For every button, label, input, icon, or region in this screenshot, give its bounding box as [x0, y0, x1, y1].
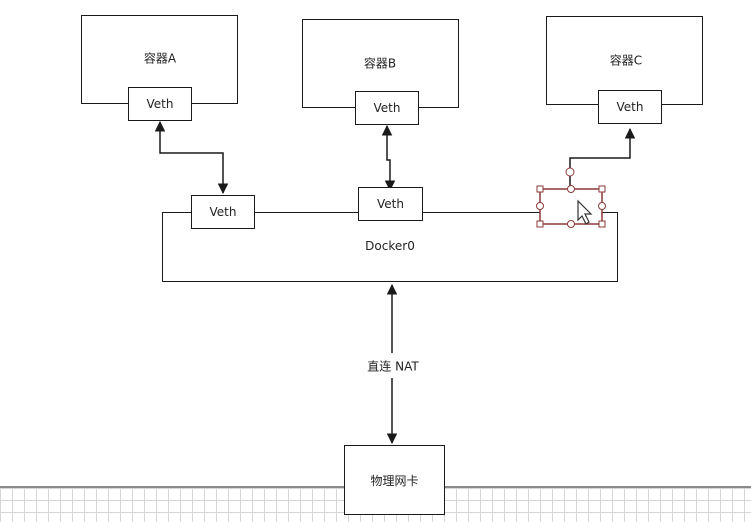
container-b-label: 容器B: [363, 56, 397, 71]
connector-b: [381, 124, 396, 192]
container-c-label: 容器C: [609, 53, 643, 68]
container-a-veth[interactable]: Veth: [128, 87, 192, 121]
resize-handle-ne: [598, 185, 606, 193]
resize-handle-s: [567, 220, 575, 228]
container-c-veth-label: Veth: [616, 100, 644, 114]
connector-a: [154, 120, 229, 195]
physical-nic-box[interactable]: 物理网卡: [344, 445, 445, 515]
resize-handle-se: [598, 220, 606, 228]
container-b-veth-label: Veth: [373, 101, 401, 115]
bridge-veth-a[interactable]: Veth: [191, 195, 255, 229]
mouse-cursor-icon: [577, 199, 593, 225]
resize-handle-n: [567, 185, 575, 193]
connector-end-handle: [565, 167, 575, 177]
container-a-veth-label: Veth: [146, 97, 174, 111]
container-a-label: 容器A: [143, 51, 177, 66]
resize-handle-sw: [536, 220, 544, 228]
physical-nic-label: 物理网卡: [370, 473, 419, 488]
resize-handle-w: [536, 202, 544, 210]
resize-handle-e: [598, 202, 606, 210]
bridge-veth-a-label: Veth: [209, 205, 237, 219]
container-c-veth[interactable]: Veth: [598, 90, 662, 124]
nat-link-label: 直连 NAT: [365, 357, 421, 375]
bridge-veth-b[interactable]: Veth: [358, 187, 423, 221]
container-a-box[interactable]: [81, 15, 238, 104]
bridge-veth-b-label: Veth: [377, 197, 404, 211]
container-b-veth[interactable]: Veth: [355, 91, 419, 125]
docker0-label: Docker0: [365, 239, 415, 253]
resize-handle-nw: [536, 185, 544, 193]
